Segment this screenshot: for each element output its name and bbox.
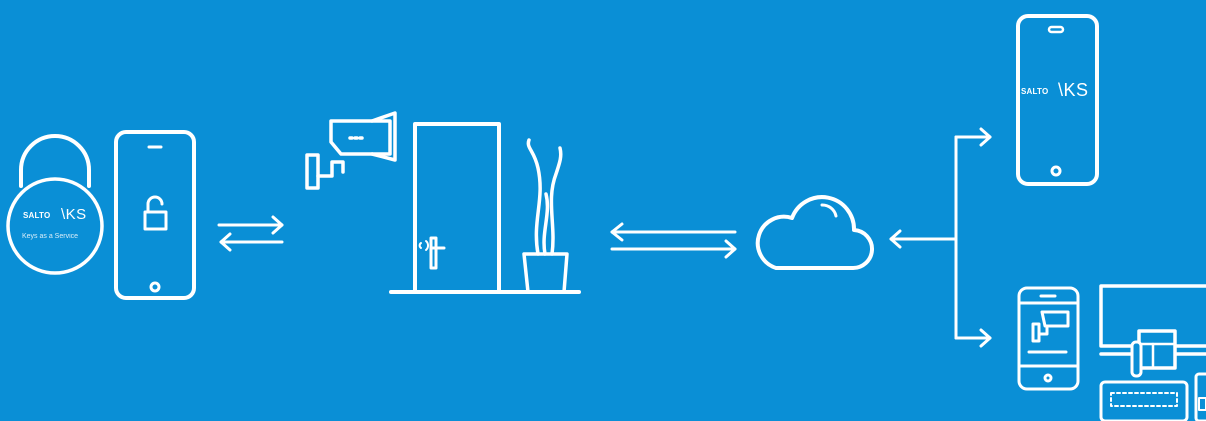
fob-logo-suffix: \KS [61, 206, 87, 223]
security-camera-icon [307, 113, 395, 188]
fob-brand-label: SALTO [23, 211, 50, 220]
bidirectional-arrow-icon [612, 224, 735, 257]
fob-tagline: Keys as a Service [22, 233, 78, 240]
branch-arrows [891, 129, 990, 346]
keyboard-icon [1101, 374, 1206, 421]
desktop-computer-icon [1101, 286, 1206, 376]
mobile-camera-monitoring-icon [1019, 288, 1078, 389]
smartphone-unlock-icon [116, 132, 194, 298]
phone-brand-label: SALTO [1021, 87, 1048, 96]
phone-logo-suffix: \KS [1058, 80, 1089, 101]
plant-pot-icon [524, 140, 567, 292]
bidirectional-arrow-icon [219, 217, 282, 250]
padlock-icon [8, 136, 102, 273]
cloud-icon [758, 197, 872, 268]
